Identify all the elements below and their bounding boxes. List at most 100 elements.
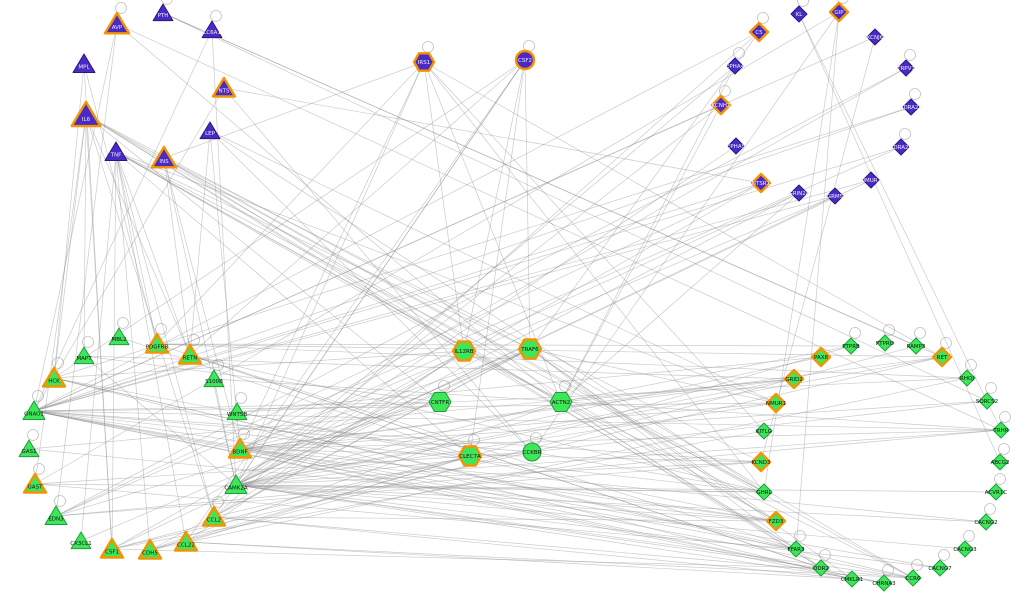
node-NTS[interactable]: NTS xyxy=(211,76,237,98)
triangle-shape[interactable] xyxy=(201,505,227,527)
node-CACNG2[interactable]: CACNG2 xyxy=(974,513,998,531)
hexagon-shape[interactable] xyxy=(412,52,436,72)
node-MPL[interactable]: MPL xyxy=(72,53,96,73)
triangle-shape[interactable] xyxy=(18,439,40,458)
triangle-shape[interactable] xyxy=(137,538,163,560)
node-CDH5[interactable]: CDH5 xyxy=(137,538,163,560)
diamond-shape[interactable] xyxy=(902,98,920,116)
node-SORCS2[interactable]: SORCS2 xyxy=(976,392,998,410)
node-KCNH2[interactable]: KCNH2 xyxy=(710,94,732,116)
node-TRPV1[interactable]: TRPV1 xyxy=(896,59,915,77)
triangle-shape[interactable] xyxy=(150,145,178,169)
diamond-shape[interactable] xyxy=(931,346,953,368)
triangle-shape[interactable] xyxy=(152,3,174,22)
node-CHRNA3[interactable]: CHRNA3 xyxy=(872,574,896,592)
node-MBL2[interactable]: MBL2 xyxy=(108,327,130,346)
diamond-shape[interactable] xyxy=(904,569,922,587)
diamond-shape[interactable] xyxy=(790,184,808,202)
node-GRIN2A[interactable]: GRIN2A xyxy=(788,184,810,202)
triangle-shape[interactable] xyxy=(108,327,130,346)
diamond-shape[interactable] xyxy=(755,483,773,501)
node-PTH[interactable]: PTH xyxy=(152,3,174,22)
triangle-shape[interactable] xyxy=(99,537,125,559)
triangle-shape[interactable] xyxy=(70,100,102,128)
hexagon-shape[interactable] xyxy=(517,338,543,360)
diamond-shape[interactable] xyxy=(726,57,744,75)
triangle-shape[interactable] xyxy=(22,472,48,494)
triangle-shape[interactable] xyxy=(226,402,248,421)
triangle-shape[interactable] xyxy=(224,474,248,494)
node-ACTN2[interactable]: ACTN2 xyxy=(549,392,573,412)
node-S100B[interactable]: S100B xyxy=(203,369,225,388)
node-CX3CL1[interactable]: CX3CL1 xyxy=(70,531,92,550)
node-RHOJ[interactable]: RHOJ xyxy=(958,369,976,387)
node-AVP[interactable]: AVP xyxy=(103,11,131,35)
diamond-shape[interactable] xyxy=(755,422,773,440)
diamond-shape[interactable] xyxy=(992,421,1010,439)
node-ABCG2[interactable]: ABCG2 xyxy=(990,453,1010,471)
node-CNTFR[interactable]: CNTFR xyxy=(428,392,452,412)
hexagon-shape[interactable] xyxy=(428,392,452,412)
node-CSF1[interactable]: CSF1 xyxy=(99,537,125,559)
node-CSF2[interactable]: CSF2 xyxy=(514,49,536,71)
diamond-shape[interactable] xyxy=(956,540,974,558)
diamond-shape[interactable] xyxy=(842,337,860,355)
triangle-shape[interactable] xyxy=(211,76,237,98)
node-CLEC7A[interactable]: CLEC7A xyxy=(457,445,483,467)
diamond-shape[interactable] xyxy=(876,334,894,352)
diamond-shape[interactable] xyxy=(987,483,1005,501)
diamond-shape[interactable] xyxy=(892,138,910,156)
triangle-shape[interactable] xyxy=(227,437,253,459)
node-ADRA2A[interactable]: ADRA2A xyxy=(900,98,923,116)
diamond-shape[interactable] xyxy=(750,451,772,473)
node-GNAO1[interactable]: GNAO1 xyxy=(22,400,46,420)
diamond-shape[interactable] xyxy=(826,187,844,205)
diamond-shape[interactable] xyxy=(748,21,770,43)
hexagon-shape[interactable] xyxy=(549,392,573,412)
node-IL12RB[interactable]: IL12RB xyxy=(451,340,477,362)
diamond-shape[interactable] xyxy=(875,574,893,592)
node-ACVR1C[interactable]: ACVR1C xyxy=(985,483,1008,501)
node-CCKBR[interactable]: CCKBR xyxy=(522,442,542,462)
diamond-shape[interactable] xyxy=(790,5,808,23)
node-IL6[interactable]: IL6 xyxy=(70,100,102,128)
diamond-shape[interactable] xyxy=(866,28,884,46)
triangle-shape[interactable] xyxy=(22,400,46,420)
node-PTPRB[interactable]: PTPRB xyxy=(842,337,860,355)
node-KL[interactable]: KL xyxy=(790,5,808,23)
diamond-shape[interactable] xyxy=(727,137,745,155)
node-TRAF6[interactable]: TRAF6 xyxy=(517,338,543,360)
hexagon-shape[interactable] xyxy=(451,340,477,362)
node-IRS1[interactable]: IRS1 xyxy=(412,52,436,72)
triangle-shape[interactable] xyxy=(203,369,225,388)
triangle-shape[interactable] xyxy=(104,141,128,161)
node-KCNJ6[interactable]: KCNJ6 xyxy=(866,28,884,46)
diamond-shape[interactable] xyxy=(765,392,787,414)
node-PTPRO[interactable]: PTPRO xyxy=(876,334,895,352)
node-NTSR1[interactable]: NTSR1 xyxy=(750,172,772,194)
node-CCR6[interactable]: CCR6 xyxy=(904,569,922,587)
node-MAPT[interactable]: MAPT xyxy=(73,346,95,365)
diamond-shape[interactable] xyxy=(907,337,925,355)
diamond-shape[interactable] xyxy=(977,513,995,531)
diamond-shape[interactable] xyxy=(931,559,949,577)
diamond-shape[interactable] xyxy=(897,59,915,77)
triangle-shape[interactable] xyxy=(173,530,199,552)
diamond-shape[interactable] xyxy=(958,369,976,387)
circle-shape[interactable] xyxy=(522,442,542,462)
node-C5[interactable]: C5 xyxy=(748,21,770,43)
triangle-shape[interactable] xyxy=(70,531,92,550)
diamond-shape[interactable] xyxy=(843,570,861,588)
triangle-shape[interactable] xyxy=(41,366,67,388)
node-GRM5[interactable]: GRM5 xyxy=(826,187,844,205)
diamond-shape[interactable] xyxy=(810,346,832,368)
diamond-shape[interactable] xyxy=(978,392,996,410)
circle-shape[interactable] xyxy=(514,49,536,71)
triangle-shape[interactable] xyxy=(177,343,203,365)
node-CACNG3[interactable]: CACNG3 xyxy=(953,540,977,558)
node-SLC6A12[interactable]: SLC6A12 xyxy=(200,20,225,39)
node-KCND3[interactable]: KCND3 xyxy=(750,451,772,473)
diamond-shape[interactable] xyxy=(828,1,850,23)
